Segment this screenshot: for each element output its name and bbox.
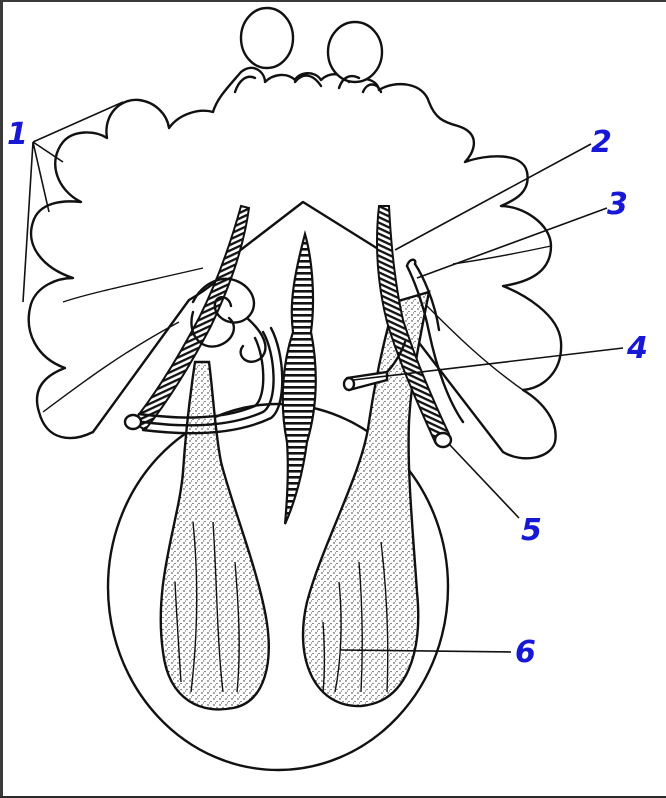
left-duct-cap: [125, 415, 141, 429]
top-circle-left: [241, 8, 293, 68]
label-2: 2: [591, 125, 612, 160]
label-3: 3: [607, 187, 628, 222]
anatomy-diagram: 1 2 3 4 5 6: [3, 2, 666, 798]
label-5: 5: [521, 513, 542, 548]
top-circle-right: [328, 22, 382, 82]
label-4: 4: [626, 331, 648, 366]
label-6: 6: [515, 635, 536, 670]
right-duct-cap: [435, 433, 451, 447]
label-1: 1: [7, 117, 28, 152]
